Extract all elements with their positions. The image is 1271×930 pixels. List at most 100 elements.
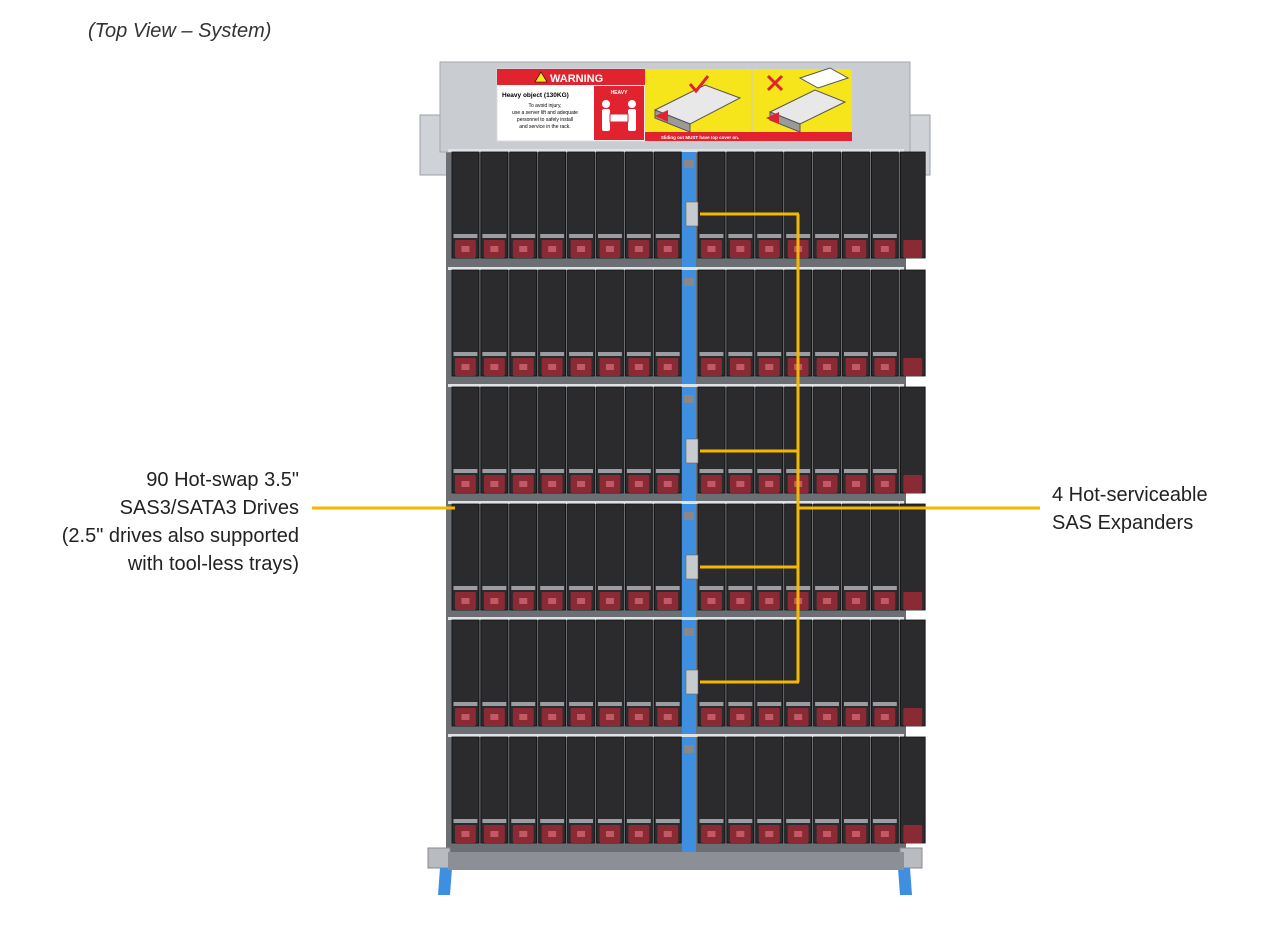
drive-tray[interactable] xyxy=(871,503,899,611)
drive-tray[interactable] xyxy=(509,619,538,727)
drive-tray[interactable] xyxy=(813,503,841,611)
drive-tray[interactable] xyxy=(726,386,755,494)
drive-tray[interactable] xyxy=(480,619,509,727)
row-divider xyxy=(448,617,904,620)
drive-tray[interactable] xyxy=(755,386,784,494)
drive-tray[interactable] xyxy=(625,386,653,494)
drive-tray[interactable] xyxy=(871,386,899,494)
drive-tray[interactable] xyxy=(755,151,784,259)
drive-tray[interactable] xyxy=(813,151,841,259)
drive-tray[interactable] xyxy=(784,736,813,844)
drive-tray[interactable] xyxy=(813,736,841,844)
drive-tray[interactable] xyxy=(480,736,509,844)
drive-tray[interactable] xyxy=(567,269,595,377)
drive-tray[interactable] xyxy=(538,386,567,494)
drive-tray[interactable] xyxy=(538,736,567,844)
drive-tray[interactable] xyxy=(697,386,726,494)
drive-tray[interactable] xyxy=(625,151,653,259)
drive-tray[interactable] xyxy=(842,619,870,727)
warning-body-4: and service in the rack. xyxy=(519,124,570,130)
drive-tray[interactable] xyxy=(625,503,653,611)
drive-tray[interactable] xyxy=(871,269,899,377)
drive-tray[interactable] xyxy=(842,151,870,259)
drive-tray[interactable] xyxy=(509,386,538,494)
drive-tray[interactable] xyxy=(726,269,755,377)
drive-tray[interactable] xyxy=(871,151,899,259)
warning-body-2: use a server lift and adequate xyxy=(512,110,578,116)
drive-tray[interactable] xyxy=(451,503,480,611)
drive-tray[interactable] xyxy=(625,269,653,377)
drive-tray[interactable] xyxy=(596,503,624,611)
right-front-latch xyxy=(898,868,912,895)
drive-tray[interactable] xyxy=(653,736,682,844)
drive-tray[interactable] xyxy=(480,503,509,611)
drive-tray[interactable] xyxy=(653,386,682,494)
drive-tray[interactable] xyxy=(726,151,755,259)
drive-tray[interactable] xyxy=(567,151,595,259)
drive-tray[interactable] xyxy=(653,151,682,259)
drive-tray[interactable] xyxy=(813,386,841,494)
drive-tray[interactable] xyxy=(625,619,653,727)
drive-tray[interactable] xyxy=(509,736,538,844)
drive-tray[interactable] xyxy=(697,269,726,377)
drive-tray[interactable] xyxy=(480,269,509,377)
drive-tray[interactable] xyxy=(755,736,784,844)
drive-tray[interactable] xyxy=(596,736,624,844)
drive-tray[interactable] xyxy=(451,386,480,494)
drive-tray[interactable] xyxy=(653,619,682,727)
drive-tray[interactable] xyxy=(538,619,567,727)
drive-tray[interactable] xyxy=(451,269,480,377)
drive-tray[interactable] xyxy=(538,151,567,259)
drive-tray[interactable] xyxy=(567,503,595,611)
drive-tray[interactable] xyxy=(755,503,784,611)
drive-tray[interactable] xyxy=(755,269,784,377)
drive-tray[interactable] xyxy=(653,503,682,611)
drive-tray[interactable] xyxy=(842,386,870,494)
drive-tray[interactable] xyxy=(697,503,726,611)
drive-tray[interactable] xyxy=(480,386,509,494)
drive-tray[interactable] xyxy=(899,619,926,727)
drive-tray[interactable] xyxy=(509,269,538,377)
drive-tray[interactable] xyxy=(842,503,870,611)
drive-tray[interactable] xyxy=(697,736,726,844)
drive-tray[interactable] xyxy=(813,269,841,377)
row-divider xyxy=(448,149,904,152)
drive-tray[interactable] xyxy=(899,386,926,494)
drive-tray[interactable] xyxy=(625,736,653,844)
drive-tray[interactable] xyxy=(726,503,755,611)
drive-tray[interactable] xyxy=(509,151,538,259)
drive-tray[interactable] xyxy=(653,269,682,377)
drive-tray[interactable] xyxy=(899,269,926,377)
drive-tray[interactable] xyxy=(899,503,926,611)
drive-tray[interactable] xyxy=(755,619,784,727)
drive-tray[interactable] xyxy=(451,619,480,727)
expanders-callout-bracket xyxy=(700,212,1040,684)
drive-tray[interactable] xyxy=(567,619,595,727)
drive-tray[interactable] xyxy=(726,736,755,844)
drive-tray[interactable] xyxy=(899,736,926,844)
drive-tray[interactable] xyxy=(871,619,899,727)
drive-tray[interactable] xyxy=(726,619,755,727)
drive-tray[interactable] xyxy=(596,151,624,259)
drive-tray[interactable] xyxy=(567,736,595,844)
drive-tray[interactable] xyxy=(596,619,624,727)
drive-tray[interactable] xyxy=(842,736,870,844)
drives-callout-line-2: SAS3/SATA3 Drives xyxy=(119,497,299,519)
drive-tray[interactable] xyxy=(596,386,624,494)
drive-tray[interactable] xyxy=(813,619,841,727)
drive-tray[interactable] xyxy=(567,386,595,494)
drive-tray[interactable] xyxy=(509,503,538,611)
row-divider xyxy=(448,267,904,270)
drive-tray[interactable] xyxy=(697,619,726,727)
drive-tray[interactable] xyxy=(842,269,870,377)
drive-tray[interactable] xyxy=(697,151,726,259)
drive-tray[interactable] xyxy=(596,269,624,377)
drive-tray[interactable] xyxy=(451,736,480,844)
drive-tray[interactable] xyxy=(538,503,567,611)
drive-tray[interactable] xyxy=(451,151,480,259)
drive-tray[interactable] xyxy=(538,269,567,377)
drive-tray[interactable] xyxy=(871,736,899,844)
drive-tray[interactable] xyxy=(899,151,926,259)
drive-tray[interactable] xyxy=(480,151,509,259)
